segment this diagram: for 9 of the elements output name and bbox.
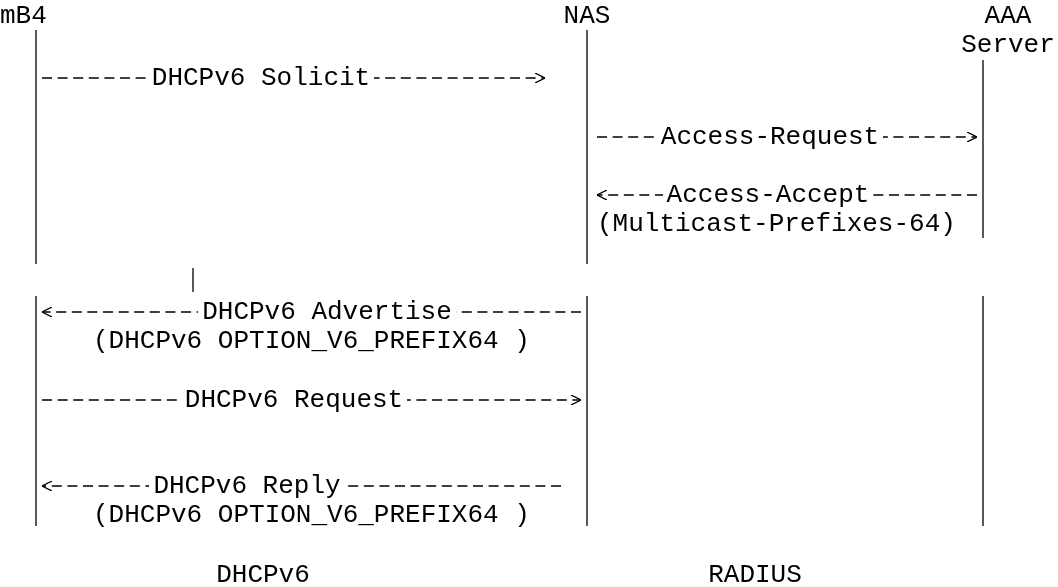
participant-name: AAA Server bbox=[960, 2, 1056, 60]
participant-name: mB4 bbox=[0, 2, 48, 31]
protocol-label: DHCPv6 bbox=[216, 560, 310, 587]
participant-name: NAS bbox=[562, 2, 612, 31]
message-label: DHCPv6 Reply bbox=[149, 471, 345, 501]
message-parameter: (Multicast-Prefixes-64) bbox=[597, 209, 956, 239]
message-parameter: (DHCPv6 OPTION_V6_PREFIX64 ) bbox=[93, 326, 530, 356]
message-parameter: (DHCPv6 OPTION_V6_PREFIX64 ) bbox=[93, 500, 530, 530]
protocol-label: RADIUS bbox=[708, 560, 802, 587]
